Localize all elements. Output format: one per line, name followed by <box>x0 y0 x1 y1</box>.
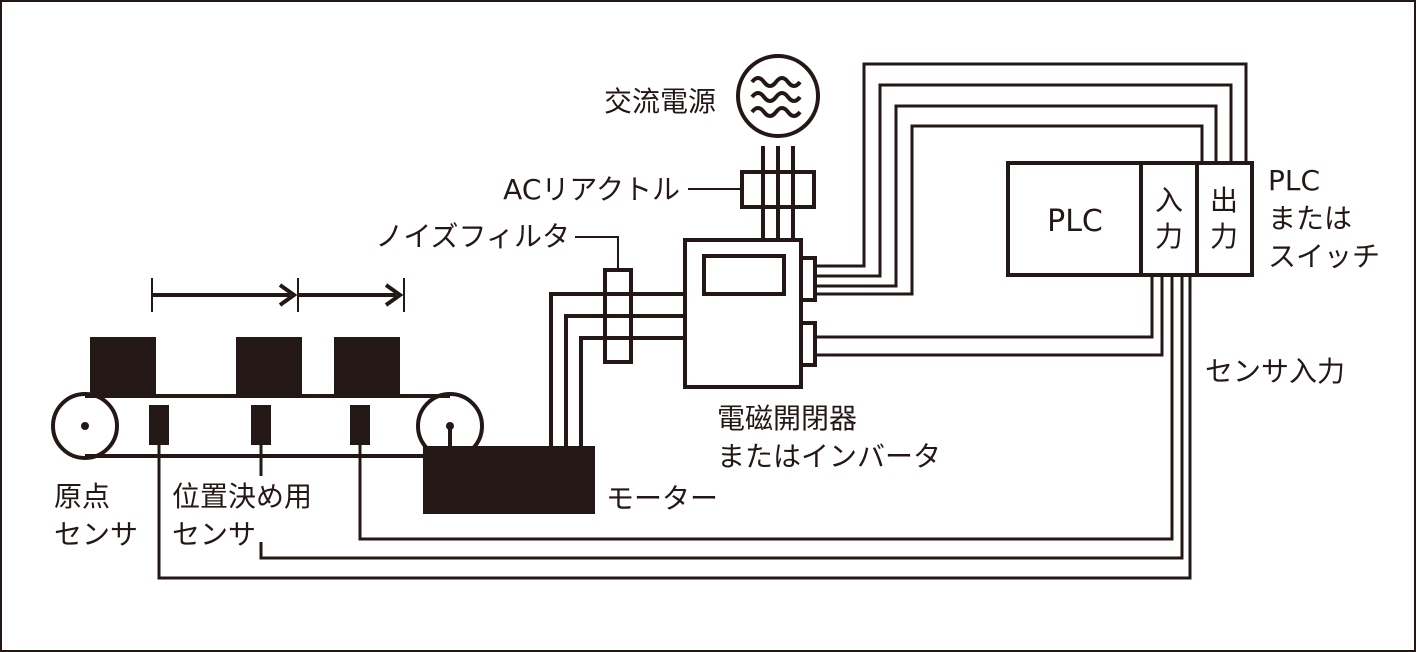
positioning-sensor-label-line2: センサ <box>172 518 256 551</box>
plc-input-label-2: 力 <box>1155 220 1183 253</box>
double-arrow-icon <box>151 278 405 312</box>
ac-power-label: 交流電源 <box>604 85 716 118</box>
ac-reactor: ACリアクトル <box>503 170 816 209</box>
contactor-to-plc-input-lines <box>815 276 1164 357</box>
contactor-display <box>702 254 786 296</box>
motor-label: モーター <box>606 482 718 515</box>
workpiece-1 <box>90 337 156 396</box>
sensor-signal-lines <box>157 276 1192 580</box>
plc-caption-line1: PLC <box>1268 164 1320 197</box>
contactor-to-plc-output-lines <box>815 62 1248 296</box>
contactor-terminal-top <box>799 256 817 302</box>
noise-filter-label: ノイズフィルタ <box>375 220 570 253</box>
positioning-sensor-1 <box>251 405 271 445</box>
plc-caption-line2: または <box>1268 202 1352 235</box>
ac-source-circle <box>736 54 820 138</box>
plc-caption-line3: スイッチ <box>1268 240 1380 273</box>
contactor-or-inverter: 電磁開閉器 またはインバータ <box>683 238 941 473</box>
workpiece-3 <box>334 337 400 396</box>
contactor-label-line2: またはインバータ <box>717 440 941 473</box>
plc-input-label-1: 入 <box>1155 184 1183 217</box>
ac-reactor-label: ACリアクトル <box>503 173 680 206</box>
sine-wave-icon <box>750 76 802 118</box>
plc-body <box>1006 161 1254 277</box>
origin-sensor <box>149 405 169 445</box>
plc-output-label-1: 出 <box>1210 184 1238 217</box>
plc-output-label-2: 力 <box>1210 220 1238 253</box>
contactor-terminal-bottom <box>799 321 817 367</box>
plc-unit: PLC 入 力 出 力 <box>1006 161 1254 277</box>
plc-or-switch-caption: PLC または スイッチ <box>1268 164 1380 273</box>
conveyor <box>51 337 484 460</box>
origin-sensor-label-line2: センサ <box>54 518 138 551</box>
plc-label: PLC <box>1047 204 1103 239</box>
origin-sensor-label-line1: 原点 <box>54 480 110 513</box>
motor: モーター <box>423 446 718 515</box>
workpiece-2 <box>236 337 302 396</box>
positioning-sensor-label-line1: 位置決め用 <box>172 480 312 513</box>
positioning-sensor-caption: 位置決め用 センサ <box>172 480 312 551</box>
sensor-input-label: センサ入力 <box>1205 355 1345 388</box>
noise-filter: ノイズフィルタ <box>375 220 633 364</box>
contactor-label-line1: 電磁開閉器 <box>717 402 857 435</box>
motor-power-lines <box>549 292 685 446</box>
ac-power-source: 交流電源 <box>604 54 820 138</box>
noise-filter-leader <box>575 236 619 270</box>
origin-sensor-caption: 原点 センサ <box>54 480 138 551</box>
positioning-sensor-2 <box>350 405 370 445</box>
